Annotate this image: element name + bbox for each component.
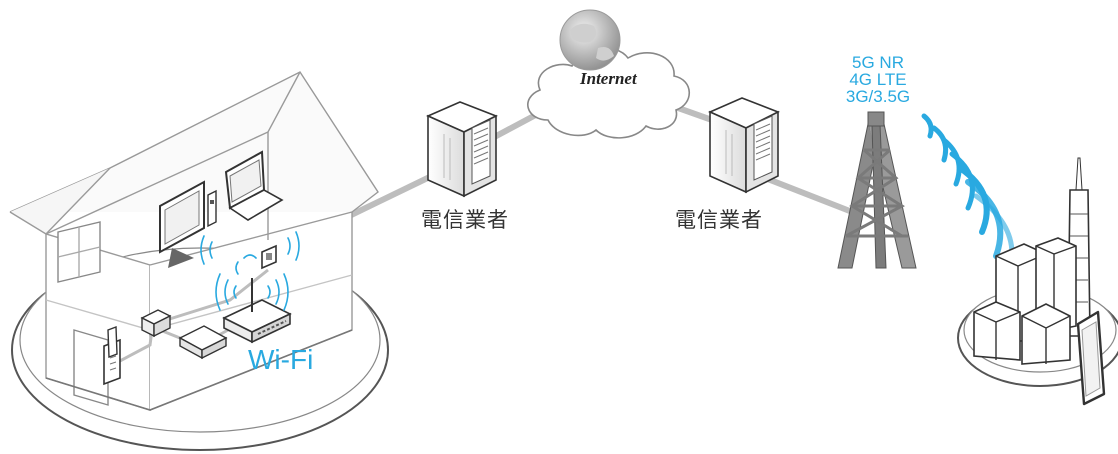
phone-icon xyxy=(103,326,121,386)
smartphone-icon xyxy=(1076,310,1106,406)
server-icon xyxy=(708,97,780,194)
desktop-tower-icon xyxy=(207,189,217,228)
laptop-icon xyxy=(224,150,284,221)
globe-icon xyxy=(559,9,621,71)
carrier-label-right: 電信業者 xyxy=(675,208,763,232)
server-icon xyxy=(426,101,498,198)
signal-waves-icon xyxy=(200,231,300,311)
carrier-label-left: 電信業者 xyxy=(421,208,509,232)
cell-tower-icon xyxy=(837,111,917,269)
wall-socket-icon xyxy=(261,244,277,270)
tower-band-labels: 5G NR 4G LTE 3G/3.5G xyxy=(830,54,926,105)
modem-icon xyxy=(140,309,228,360)
tower-band-4g: 4G LTE xyxy=(849,70,907,89)
city-icon xyxy=(957,157,1118,387)
house-icon xyxy=(9,71,389,451)
wifi-label: Wi-Fi xyxy=(248,344,314,375)
tower-band-5g: 5G NR xyxy=(852,53,904,72)
signal-waves-icon xyxy=(921,113,1015,279)
internet-label: Internet xyxy=(580,69,637,88)
router-icon xyxy=(222,278,292,344)
tower-band-3g: 3G/3.5G xyxy=(845,87,911,106)
cloud-icon xyxy=(527,46,691,139)
tv-icon xyxy=(159,180,205,268)
